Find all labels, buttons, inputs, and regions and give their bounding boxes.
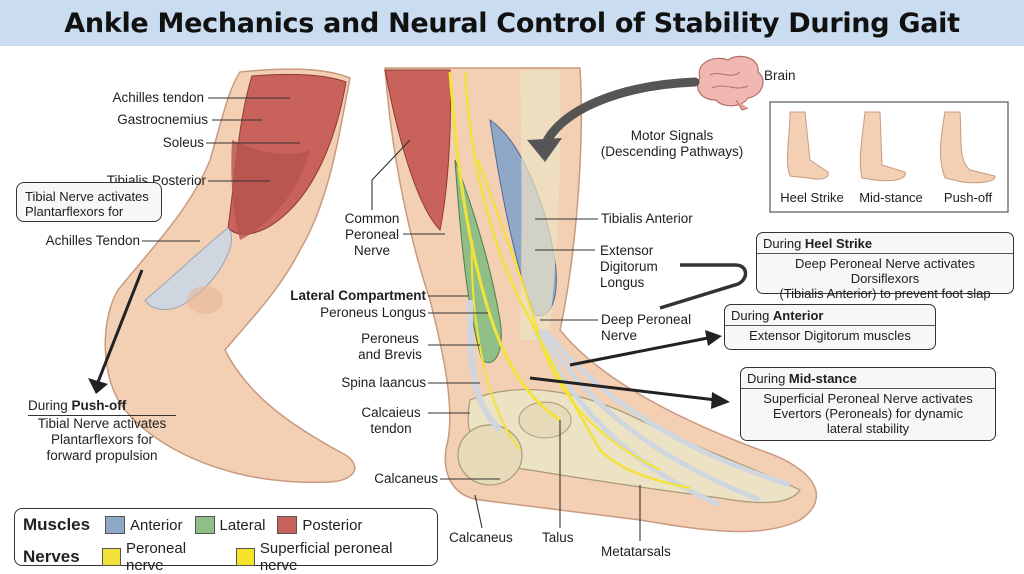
midstance-box-phase: Mid-stance bbox=[788, 371, 857, 386]
midstance-box-line3: lateral stability bbox=[826, 421, 910, 436]
label-gastrocnemius: Gastrocnemius bbox=[117, 112, 208, 127]
deep-peroneal-line1: Deep Peroneal bbox=[601, 312, 692, 327]
peroneus-brevis-line1: Peroneus bbox=[361, 331, 419, 346]
mid-stance-box: During Mid-stance Superficial Peroneal N… bbox=[740, 367, 996, 441]
calcaneus-bone bbox=[457, 424, 523, 486]
gait-phase-push-off: Push-off bbox=[943, 190, 993, 205]
common-peroneal-line3: Nerve bbox=[353, 243, 390, 258]
label-spina: Spina laancus bbox=[341, 375, 426, 390]
midstance-box-line2: Evertors (Peroneals) for dynamic bbox=[772, 406, 963, 421]
legend-superficial-peroneal-nerve: Superficial peroneal nerve bbox=[259, 540, 393, 574]
anterior-box: During Anterior Extensor Digitorum muscl… bbox=[724, 304, 936, 350]
title-bar: Ankle Mechanics and Neural Control of St… bbox=[0, 0, 1024, 46]
label-metatarsals: Metatarsals bbox=[601, 544, 671, 559]
label-common-peroneal-nerve: Common Peroneal Nerve bbox=[336, 211, 408, 259]
label-peroneus-brevis: Peroneus and Brevis bbox=[354, 331, 426, 363]
push-off-note: During Push-off Tibial Nerve activates P… bbox=[28, 398, 176, 464]
push-off-prefix: During bbox=[28, 398, 72, 413]
push-off-line1: Tibial Nerve activates bbox=[37, 416, 167, 431]
push-off-phase: Push-off bbox=[71, 398, 127, 413]
label-tibialis-anterior: Tibialis Anterior bbox=[601, 211, 693, 226]
anterior-box-line1: Extensor Digitorum muscles bbox=[749, 328, 911, 343]
calcaieus-line2: tendon bbox=[370, 421, 412, 436]
heel-strike-box: During Heel Strike Deep Peroneal Nerve a… bbox=[756, 232, 1014, 301]
brain-icon bbox=[697, 55, 764, 111]
tibial-note-line2: Plantarflexors for bbox=[25, 204, 124, 219]
page-title: Ankle Mechanics and Neural Control of St… bbox=[64, 7, 960, 39]
midstance-box-line1: Superficial Peroneal Nerve activates bbox=[763, 391, 973, 406]
anterior-box-phase: Anterior bbox=[772, 308, 824, 323]
label-achilles-tendon: Achilles tendon bbox=[112, 90, 204, 105]
right-leg bbox=[384, 67, 818, 533]
label-talus: Talus bbox=[542, 530, 574, 545]
label-achilles-tendon-2: Achilles Tendon bbox=[45, 233, 140, 248]
gait-phase-panel bbox=[769, 101, 1009, 213]
legend-nerves-label: Nerves bbox=[23, 547, 80, 566]
push-off-leg-icon bbox=[939, 111, 996, 184]
label-calcaieus-tendon: Calcaieus tendon bbox=[356, 405, 426, 437]
label-deep-peroneal-nerve: Deep Peroneal Nerve bbox=[601, 312, 691, 344]
gait-phase-mid-stance: Mid-stance bbox=[859, 190, 923, 205]
ankle-bone-left bbox=[187, 286, 223, 314]
deep-peroneal-line2: Nerve bbox=[601, 328, 638, 343]
legend-nerves-row: Nerves Peroneal nerve Superficial perone… bbox=[23, 540, 437, 574]
nerve-common-peroneal bbox=[448, 71, 561, 422]
tibial-note-line1: Tibial Nerve activates bbox=[25, 189, 149, 204]
swatch-superficial-peroneal-nerve bbox=[235, 548, 255, 566]
label-extensor-digitorum-longus: Extensor Digitorum Longus bbox=[600, 243, 658, 291]
legend-anterior: Anterior bbox=[130, 516, 183, 534]
label-brain: Brain bbox=[764, 68, 796, 83]
nerve-lateral-branch bbox=[470, 239, 521, 451]
legend-peroneal-nerve: Peroneal nerve bbox=[126, 540, 187, 574]
anterior-box-prefix: During bbox=[731, 308, 773, 323]
heel-box-line2: (Tibialis Anterior) to prevent foot slap bbox=[779, 286, 991, 301]
label-peroneus-longus: Peroneus Longus bbox=[320, 305, 426, 320]
motor-line1: Motor Signals bbox=[630, 128, 714, 143]
soleus-muscle bbox=[231, 140, 310, 240]
label-calcaneus: Calcaneus bbox=[374, 471, 438, 486]
peroneal-tendon bbox=[467, 299, 503, 433]
extensor-line1: Extensor bbox=[600, 243, 654, 258]
talus-bone bbox=[518, 401, 572, 439]
leader-lines bbox=[142, 97, 748, 541]
common-peroneal-line2: Peroneal bbox=[344, 227, 400, 242]
mid-stance-leg-icon bbox=[859, 111, 906, 182]
swatch-posterior bbox=[277, 516, 298, 534]
heel-box-phase: Heel Strike bbox=[804, 236, 873, 251]
heel-box-prefix: During bbox=[763, 236, 805, 251]
tibial-nerve-note: Tibial Nerve activates Plantarflexors fo… bbox=[16, 182, 162, 222]
posterior-muscle-right bbox=[384, 69, 452, 232]
legend-lateral: Lateral bbox=[219, 516, 266, 534]
motor-signal-arrow bbox=[540, 77, 700, 150]
legend-posterior: Posterior bbox=[302, 516, 363, 534]
swatch-lateral bbox=[194, 516, 215, 534]
push-off-line3: forward propulsion bbox=[46, 448, 158, 463]
left-leg bbox=[104, 68, 356, 484]
nerve-deep-peroneal bbox=[477, 159, 661, 471]
extensor-line3: Longus bbox=[600, 275, 645, 290]
swatch-anterior bbox=[105, 516, 125, 534]
gait-phase-heel-strike: Heel Strike bbox=[780, 190, 844, 205]
calcaieus-line1: Calcaieus bbox=[361, 405, 421, 420]
heel-box-line1: Deep Peroneal Nerve activates Dorsiflexo… bbox=[795, 256, 975, 286]
label-motor-signals: Motor Signals (Descending Pathways) bbox=[588, 128, 756, 160]
swatch-peroneal-nerve bbox=[101, 548, 121, 566]
achilles-tendon-left bbox=[144, 227, 233, 310]
common-peroneal-line1: Common bbox=[344, 211, 400, 226]
label-calcaneus-bottom: Calcaneus bbox=[449, 530, 513, 545]
label-lateral-compartment: Lateral Compartment bbox=[290, 288, 426, 303]
peroneus-brevis-line2: and Brevis bbox=[358, 347, 422, 362]
legend-muscles-label: Muscles bbox=[23, 515, 91, 534]
extensor-line2: Digitorum bbox=[600, 259, 658, 274]
motor-line2: (Descending Pathways) bbox=[600, 144, 744, 159]
heel-strike-leg-icon bbox=[786, 111, 829, 180]
push-off-line2: Plantarflexors for bbox=[50, 432, 154, 447]
legend: Muscles Anterior Lateral Posterior Nerve… bbox=[14, 508, 438, 574]
label-soleus: Soleus bbox=[162, 135, 204, 150]
legend-muscles-row: Muscles Anterior Lateral Posterior bbox=[23, 515, 372, 535]
callout-arrows bbox=[88, 269, 730, 409]
midstance-box-prefix: During bbox=[747, 371, 789, 386]
